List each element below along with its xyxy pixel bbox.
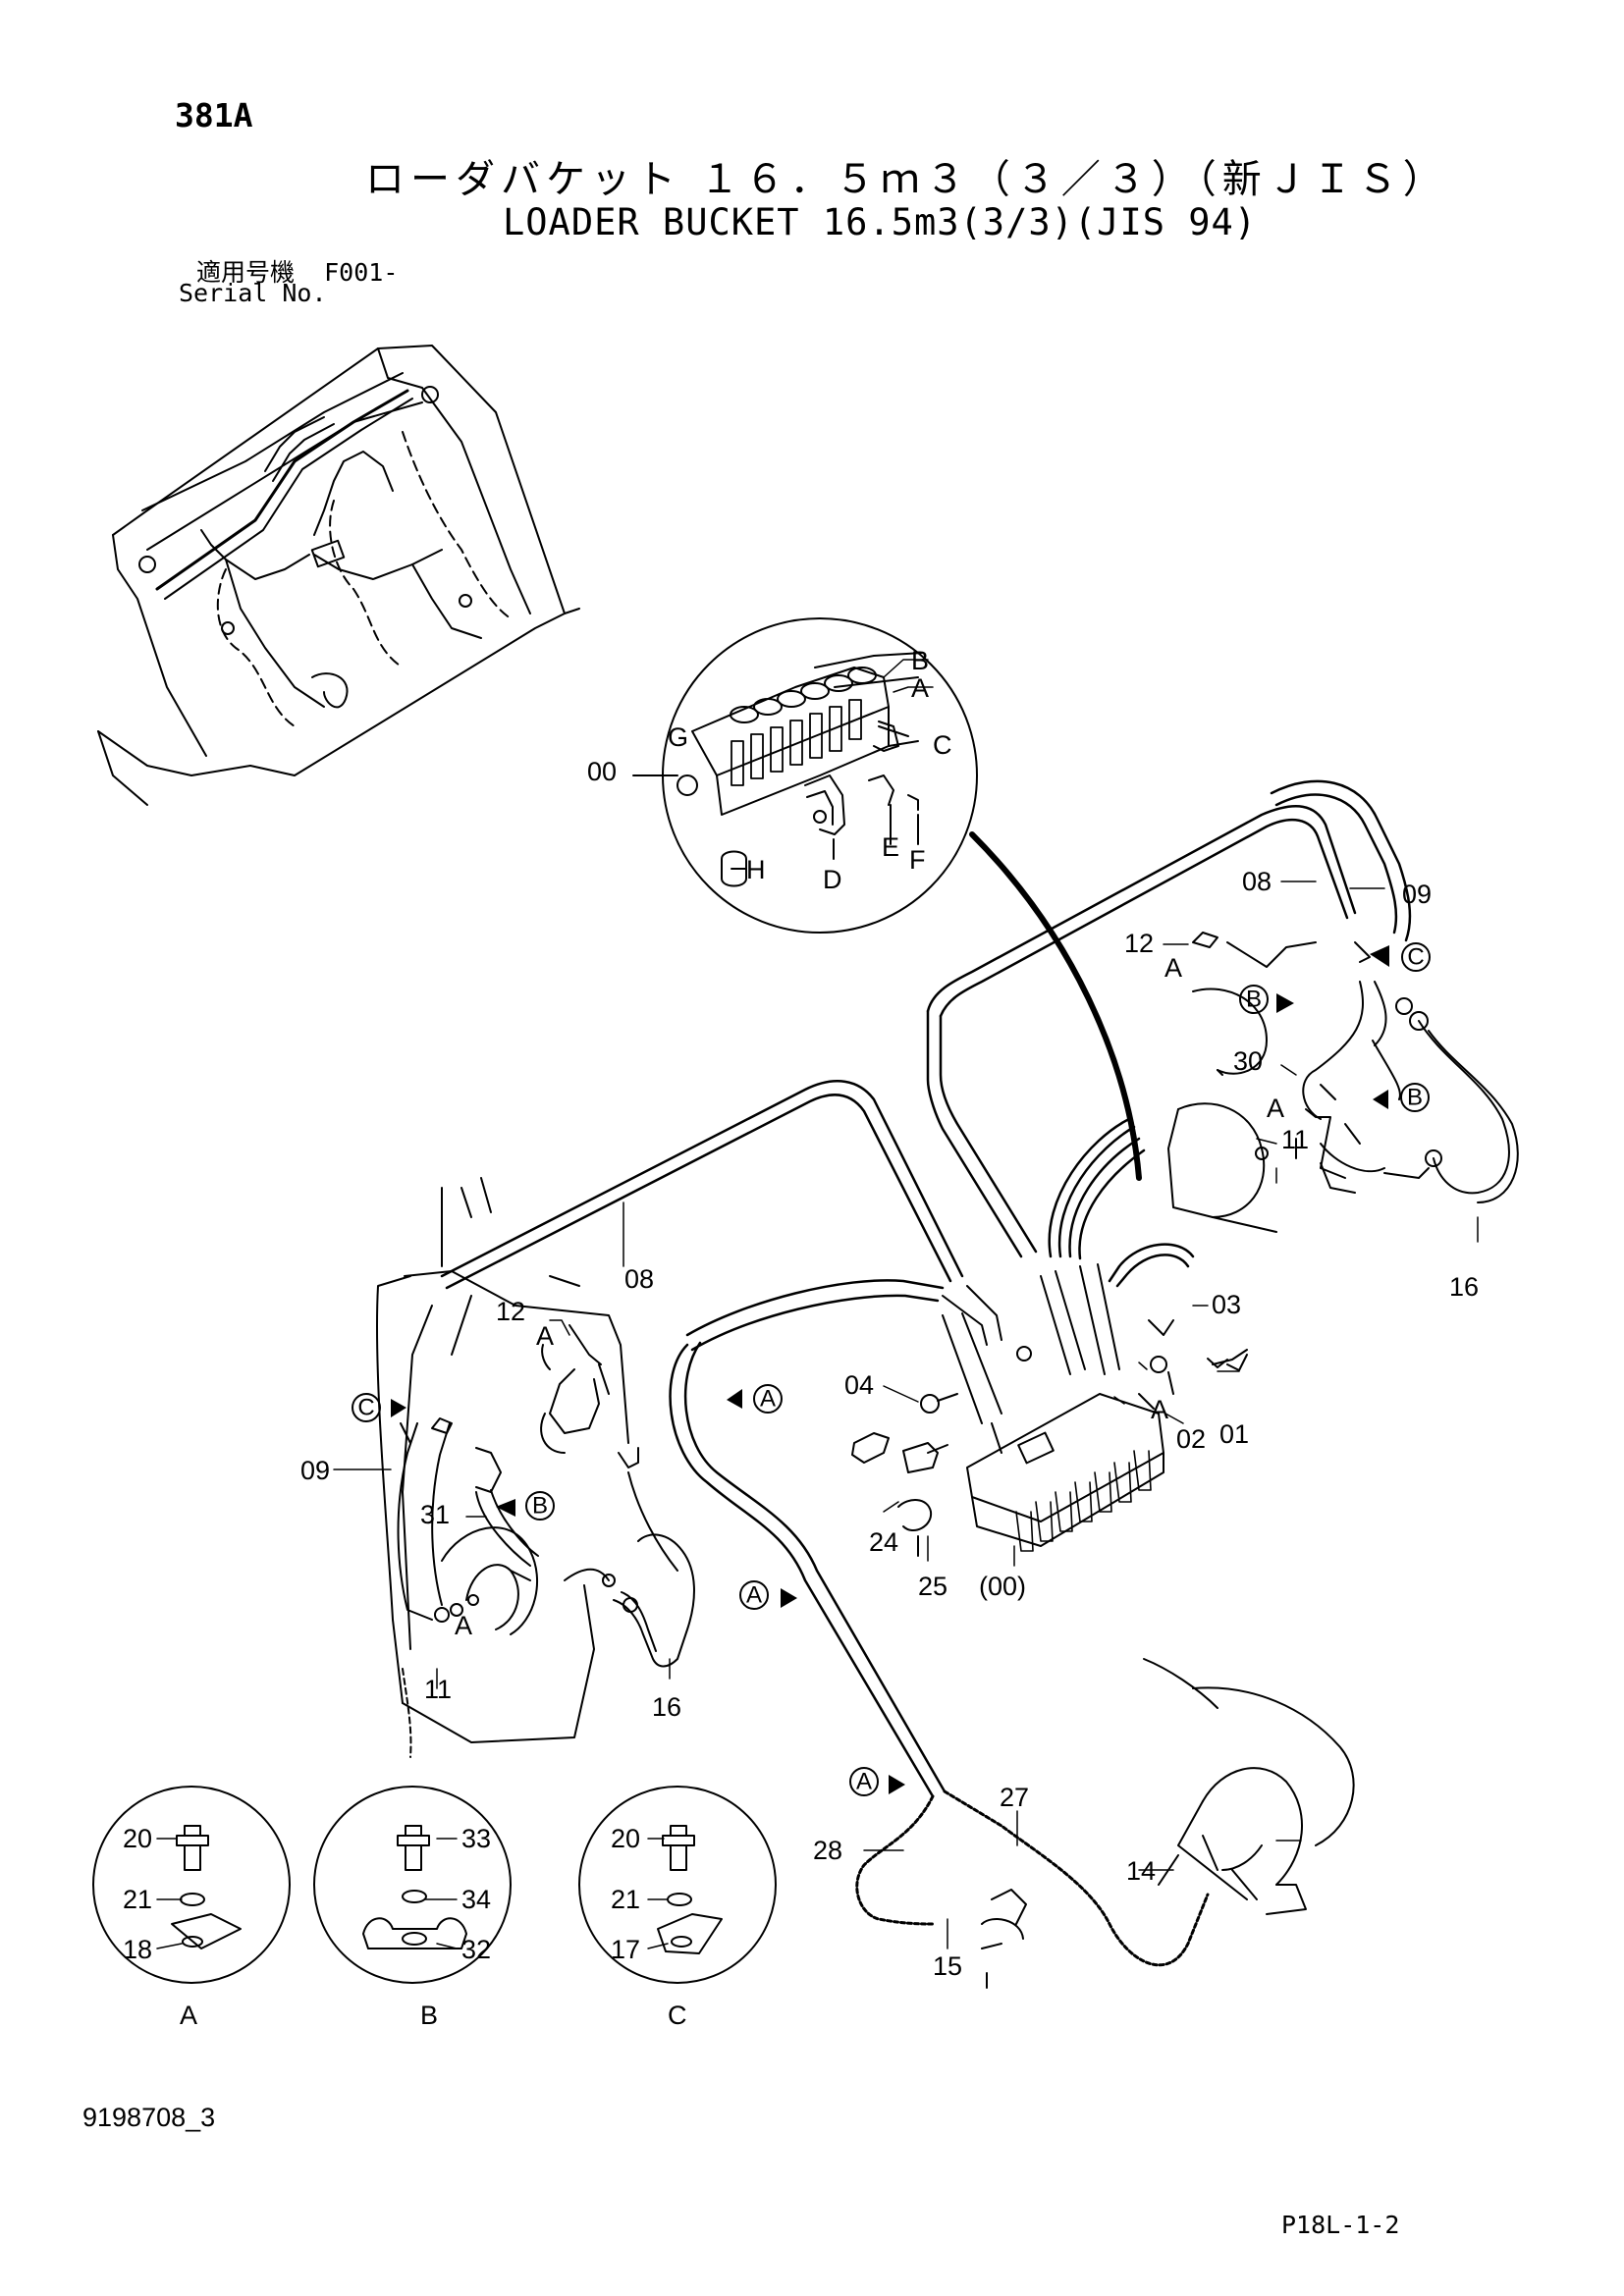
callout-25: 25 [918, 1572, 947, 1601]
callout-12-top: 12 [1124, 929, 1154, 958]
callout-31: 31 [420, 1500, 450, 1529]
callout-04: 04 [844, 1370, 874, 1400]
callout-30: 30 [1233, 1046, 1263, 1076]
fittings-cluster [851, 1393, 958, 1557]
callout-20-a: 20 [123, 1824, 152, 1853]
callout-09-left: 09 [300, 1456, 330, 1485]
letter-a-right-top: A [1164, 953, 1182, 983]
document-number: 9198708_3 [82, 2103, 216, 2132]
left-pivot-assembly [376, 1177, 695, 1758]
marker-b-left: B [532, 1493, 548, 1520]
callout-27: 27 [1000, 1783, 1029, 1812]
callout-24: 24 [869, 1527, 898, 1557]
callout-11-left: 11 [424, 1675, 452, 1704]
callout-15: 15 [933, 1951, 962, 1981]
callout-14: 14 [1126, 1856, 1156, 1886]
letter-a-right-mid: A [1267, 1094, 1284, 1123]
serial-label-english: Serial No. [179, 279, 327, 307]
detail-circle-c [578, 1786, 777, 1984]
callout-12-left: 12 [496, 1297, 525, 1326]
serial-label-jp: 適用号機 [196, 258, 296, 287]
marker-c-right: C [1407, 944, 1424, 971]
callout-21-c: 21 [611, 1885, 640, 1914]
detail-leader-arc [969, 831, 1142, 1181]
letter-a-detail: A [911, 673, 929, 703]
callout-08-left: 08 [624, 1264, 654, 1294]
callout-09-top: 09 [1402, 880, 1432, 909]
serial-value: F001- [324, 258, 399, 287]
page-number: 381A [175, 96, 253, 134]
callout-20-c: 20 [611, 1824, 640, 1853]
sheet-reference: P18L-1-2 [1281, 2211, 1400, 2239]
callout-00: 00 [587, 757, 617, 786]
letter-a-left: A [536, 1321, 554, 1351]
marker-a-lower: A [856, 1769, 872, 1795]
letter-g-detail: G [668, 722, 688, 752]
leader-lines [156, 659, 1479, 1949]
pipe-bundle-left [440, 1080, 1002, 1798]
callout-03: 03 [1212, 1290, 1241, 1319]
pipe-bundle-right [926, 779, 1412, 1288]
callout-17: 17 [611, 1935, 640, 1964]
title-english: LOADER BUCKET 16.5m3(3/3)(JIS 94) [503, 201, 1258, 243]
marker-a-upper: A [760, 1386, 776, 1413]
detail-circle-a [92, 1786, 291, 1984]
callout-18: 18 [123, 1935, 152, 1964]
letter-d-detail: D [823, 865, 842, 894]
letter-a-center: A [1151, 1395, 1168, 1424]
right-pivot-assembly [1167, 932, 1519, 1233]
callout-02: 02 [1176, 1424, 1206, 1454]
manifold-detail-view [632, 617, 978, 934]
hose-27 [943, 1789, 1210, 1967]
detail-circle-b [313, 1786, 512, 1984]
bucket-overview-sketch [97, 345, 580, 806]
marker-b-right-mid: B [1407, 1085, 1423, 1111]
callout-16-top: 16 [1449, 1272, 1479, 1302]
marker-a-mid: A [746, 1582, 762, 1609]
callout-00-paren: (00) [979, 1572, 1026, 1601]
callout-01: 01 [1219, 1419, 1249, 1449]
hose-28 [855, 1794, 935, 1926]
callout-28: 28 [813, 1836, 842, 1865]
detail-label-a: A [180, 2001, 197, 2030]
marker-c-left: C [357, 1395, 374, 1421]
callout-16-left: 16 [652, 1692, 681, 1722]
detail-label-c: C [668, 2001, 687, 2030]
callout-33: 33 [461, 1824, 491, 1853]
serial-line-japanese: 適用号機 F001- [196, 253, 398, 289]
valve-block [942, 1263, 1248, 1552]
letter-h-detail: H [746, 855, 766, 884]
circled-markers [352, 942, 1431, 1796]
letter-b-detail: B [911, 646, 929, 675]
detail-label-b: B [420, 2001, 438, 2030]
callout-11-top: 11 [1281, 1125, 1309, 1154]
letter-a-left-lower: A [455, 1611, 472, 1640]
callout-32: 32 [461, 1935, 491, 1964]
marker-b-right-top: B [1246, 987, 1262, 1013]
callout-21-a: 21 [123, 1885, 152, 1914]
title-japanese: ローダバケット １６．５ｍ３（３／３）（新ＪＩＳ） [365, 157, 1448, 202]
cylinder-assembly [981, 1658, 1355, 1989]
callout-08-top: 08 [1242, 867, 1272, 896]
callout-34: 34 [461, 1885, 491, 1914]
letter-c-detail: C [933, 730, 952, 760]
letter-e-detail: E [882, 832, 899, 862]
letter-f-detail: F [909, 845, 926, 875]
